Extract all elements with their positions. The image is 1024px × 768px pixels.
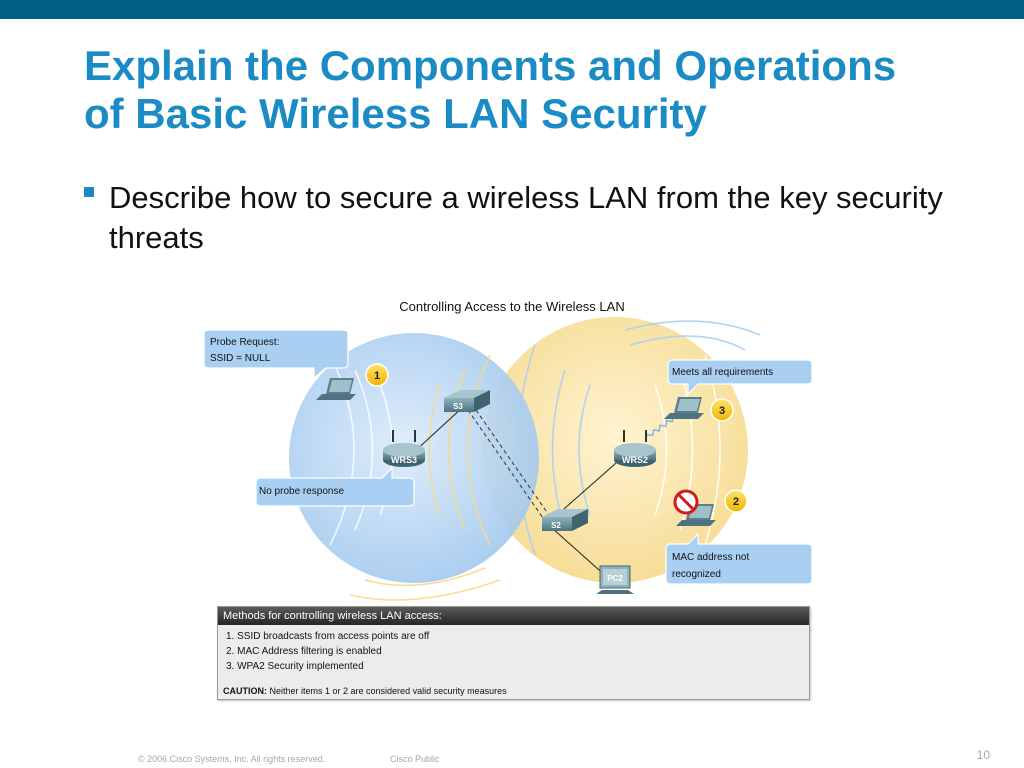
step-number: 3 (719, 405, 725, 417)
callout-meets-requirements: Meets all requirements (667, 359, 813, 396)
network-diagram: Controlling Access to the Wireless LAN (203, 299, 813, 601)
step-number: 2 (733, 496, 739, 508)
slide-title-line-1: Explain the Components and Operations (84, 42, 897, 89)
callout-text: SSID = NULL (210, 353, 271, 364)
slide-title-line-2: of Basic Wireless LAN Security (84, 90, 707, 137)
list-item: 2. MAC Address filtering is enabled (226, 646, 382, 657)
wireless-access-diagram: Controlling Access to the Wireless LAN (200, 290, 820, 610)
callout-mac-not-recognized: MAC address not recognized (665, 532, 813, 585)
bullet-text: Describe how to secure a wireless LAN fr… (109, 180, 943, 255)
switch-label: S2 (551, 521, 561, 530)
footer-classification: Cisco Public (390, 754, 440, 764)
callout-text: Meets all requirements (672, 367, 773, 378)
router-wrs2: WRS2 (614, 430, 656, 467)
switch-icon (444, 390, 490, 398)
callout-text: Probe Request: (210, 337, 280, 348)
prohibited-icon (673, 489, 699, 515)
router-wrs3: WRS3 (383, 430, 425, 467)
page-number: 10 (976, 748, 990, 762)
laptop-client-1 (316, 378, 356, 400)
slide-title: Explain the Components and Operations of… (84, 42, 984, 138)
laptop-client-3 (664, 397, 704, 419)
callout-no-probe-response: No probe response (255, 466, 415, 507)
callout-probe-request: Probe Request: SSID = NULL (203, 329, 349, 380)
list-item: 1. SSID broadcasts from access points ar… (226, 631, 430, 642)
list-item: 3. WPA2 Security implemented (226, 661, 364, 672)
switch-label: S3 (453, 402, 463, 411)
pc-pc2: PC2 (596, 565, 634, 594)
router-icon (383, 443, 425, 457)
callout-text: No probe response (259, 486, 344, 497)
caution-label: CAUTION: (223, 686, 267, 696)
network-links (413, 406, 625, 579)
callout-text: recognized (672, 569, 721, 580)
step-badge-3: 3 (710, 398, 734, 422)
switch-s3: S3 (444, 390, 490, 412)
footer-copyright: © 2006 Cisco Systems, Inc. All rights re… (138, 754, 326, 764)
caution-note: CAUTION: Neither items 1 or 2 are consid… (223, 686, 507, 696)
step-badge-2: 2 (724, 489, 748, 513)
switch-icon (542, 509, 588, 517)
switch-s2: S2 (542, 509, 588, 531)
figure-title: Controlling Access to the Wireless LAN (399, 299, 624, 314)
methods-panel: Methods for controlling wireless LAN acc… (217, 606, 810, 700)
step-badge-1: 1 (365, 363, 389, 387)
router-icon (614, 443, 656, 457)
top-bar (0, 0, 1024, 19)
router-label: WRS2 (622, 455, 648, 465)
callout-text: MAC address not (672, 552, 749, 563)
caution-text: Neither items 1 or 2 are considered vali… (267, 686, 507, 696)
bullet-square-icon (84, 187, 94, 197)
pc-label: PC2 (607, 574, 623, 583)
methods-header: Methods for controlling wireless LAN acc… (218, 607, 809, 625)
router-label: WRS3 (391, 455, 417, 465)
methods-list: 1. SSID broadcasts from access points ar… (218, 629, 809, 674)
step-number: 1 (374, 370, 380, 382)
